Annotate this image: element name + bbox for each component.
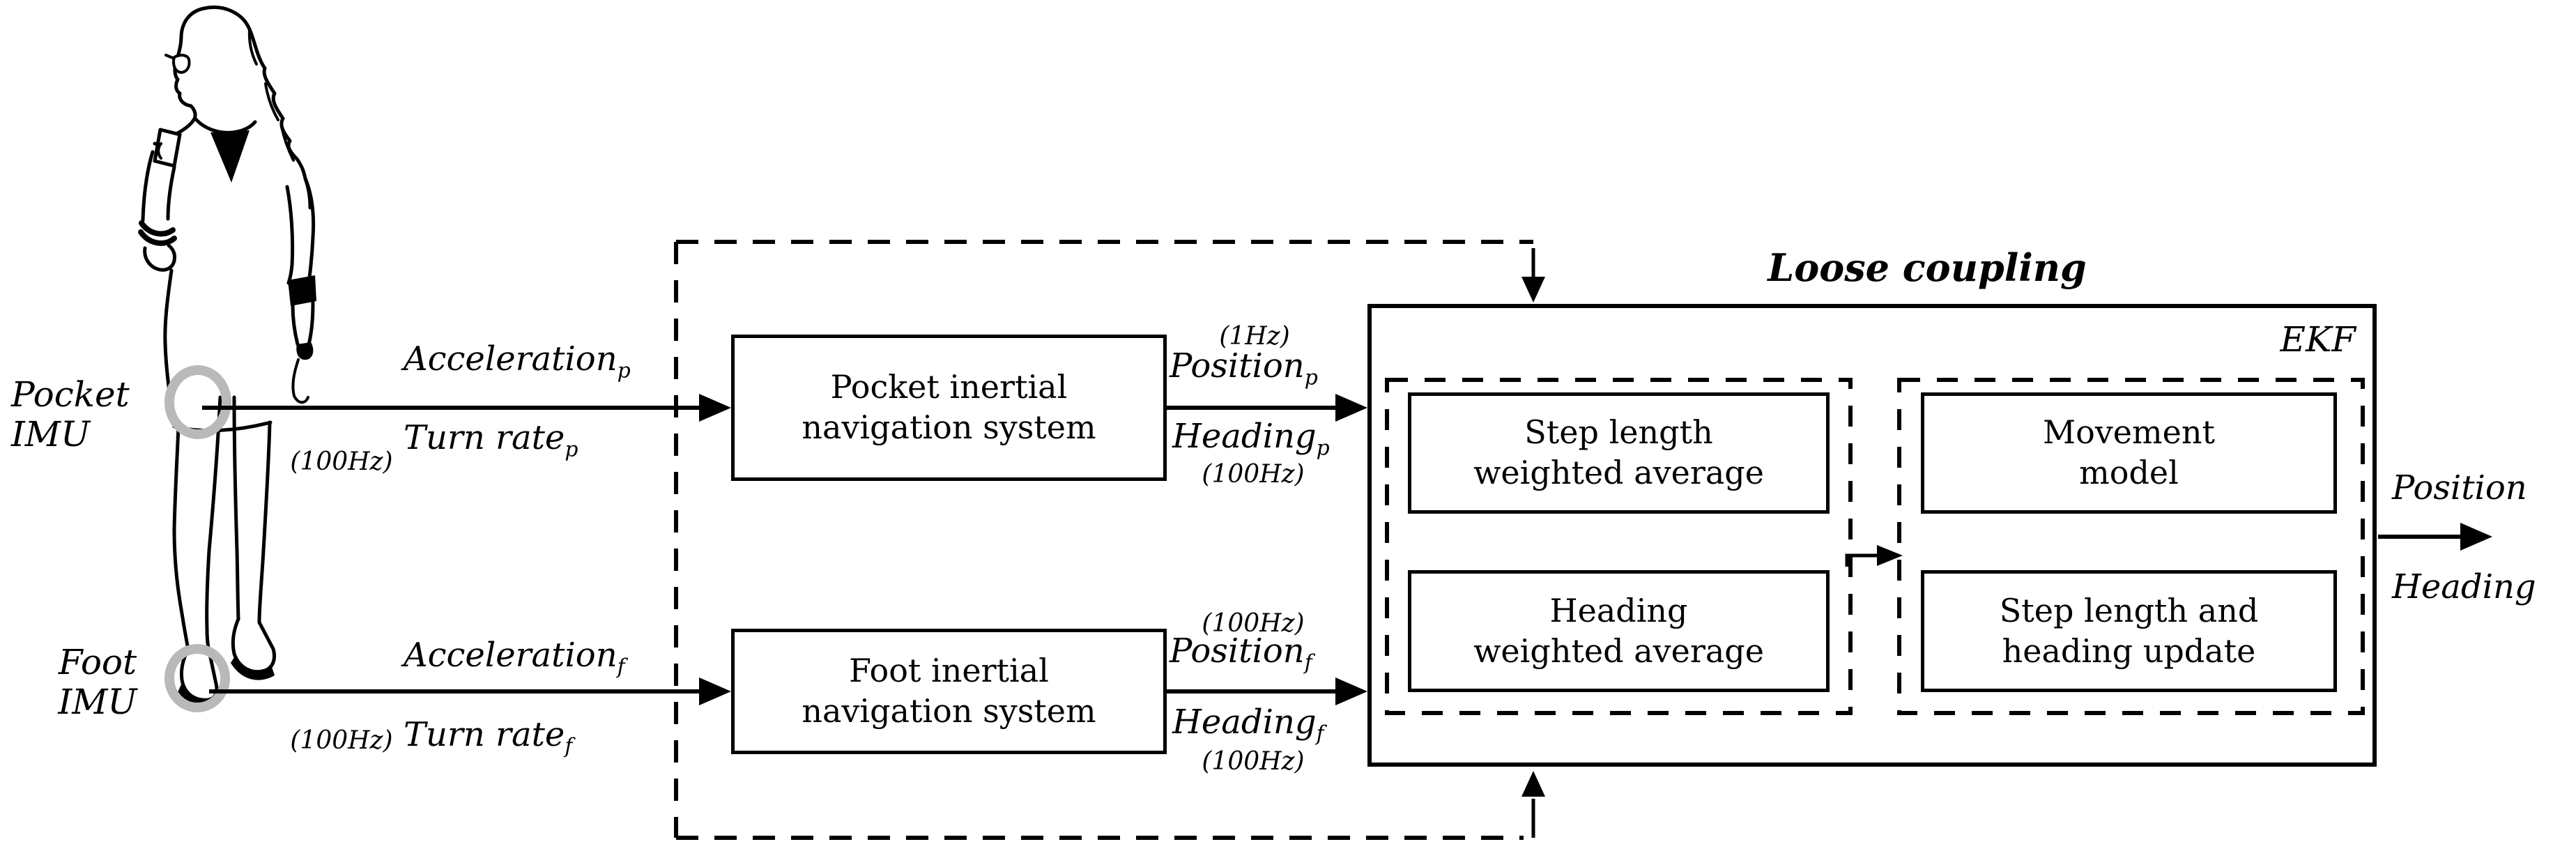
movement-model-line2: model [2079,454,2179,491]
foot-ins-box: Foot inertial navigation system [731,629,1167,754]
foot-heading-text: Heading [1172,703,1317,742]
pocket-acceleration-text: Acceleration [404,339,618,378]
foot-input-rate-label: (100Hz) [290,726,393,755]
movement-model-box: Movement model [1921,392,2337,514]
pocket-imu-label-line2: IMU [11,414,91,454]
pocket-input-arrow [202,394,731,422]
pocket-heading-label: Headingp [1172,417,1330,461]
pocket-imu-circle [164,365,231,439]
pocket-position-text: Position [1170,346,1305,385]
pocket-imu-label-line1: Pocket [11,374,130,415]
heading-average-box: Heading weighted average [1408,570,1830,692]
foot-imu-label: Foot IMU [42,643,153,722]
pocket-heading-text: Heading [1172,417,1317,456]
step-length-average-line2: weighted average [1473,454,1764,491]
pocket-output-arrow [1167,394,1367,422]
foot-acceleration-text: Acceleration [404,636,618,675]
foot-imu-label-line2: IMU [58,682,137,722]
foot-ins-line1: Foot inertial [849,652,1049,690]
step-heading-update-box: Step length and heading update [1921,570,2337,692]
pocket-position-label: Positionp [1170,346,1318,390]
foot-position-sub: f [1304,650,1312,675]
output-heading-label: Heading [2392,567,2536,606]
person-sketch [138,6,316,708]
pocket-input-rate-label: (100Hz) [290,447,393,476]
step-length-average-line1: Step length [1524,413,1713,452]
heading-average-line2: weighted average [1473,631,1764,670]
pocket-imu-label: Pocket IMU [11,375,130,454]
pocket-acceleration-sub: p [617,358,631,383]
heading-average-line1: Heading [1549,591,1688,629]
foot-position-rate-label: (100Hz) [1202,609,1305,638]
foot-acceleration-label: Accelerationf [404,636,625,680]
foot-turnrate-sub: f [565,734,573,759]
feedback-dashed-path [674,240,1533,840]
pocket-heading-rate-label: (100Hz) [1202,460,1305,489]
weighted-average-dashed-group [1385,378,1853,715]
pocket-heading-sub: p [1316,436,1330,461]
ekf-label: EKF [2280,319,2356,360]
group-connector-arrow [1845,545,1903,567]
loose-coupling-title: Loose coupling [1768,245,2087,290]
foot-acceleration-sub: f [617,654,625,680]
foot-heading-rate-label: (100Hz) [1202,747,1305,776]
pocket-ins-line2: navigation system [802,408,1096,446]
foot-position-label: Positionf [1170,631,1312,675]
pocket-position-rate-label: (1Hz) [1219,322,1290,351]
foot-input-arrow [209,677,731,705]
step-heading-update-line1: Step length and [1999,591,2259,629]
foot-heading-label: Headingf [1172,703,1324,746]
pocket-turnrate-sub: p [565,437,578,462]
movement-model-line1: Movement [2043,413,2215,452]
pocket-ins-line1: Pocket inertial [830,368,1068,406]
step-heading-update-line2: heading update [2002,631,2256,670]
feedback-top-arrow [1521,248,1545,302]
step-length-average-box: Step length weighted average [1408,392,1830,514]
foot-imu-label-line1: Foot [58,642,137,682]
foot-imu-circle [164,644,230,712]
foot-turnrate-label: Turn ratef [404,715,572,759]
output-position-label: Position [2392,468,2527,507]
pocket-ins-box: Pocket inertial navigation system [731,335,1167,481]
foot-ins-line2: navigation system [802,692,1096,730]
foot-heading-sub: f [1316,721,1324,746]
final-output-arrow [2378,523,2492,551]
foot-position-text: Position [1170,631,1305,671]
feedback-bottom-arrow [1521,771,1545,838]
pocket-position-sub: p [1304,365,1318,390]
ekf-update-dashed-group [1897,378,2365,715]
loose-coupling-box [1367,304,2377,767]
pocket-acceleration-label: Accelerationp [404,339,631,383]
foot-output-arrow [1167,677,1367,705]
pocket-turnrate-label: Turn ratep [404,418,578,462]
foot-turnrate-text: Turn rate [404,715,565,754]
pocket-turnrate-text: Turn rate [404,418,565,457]
